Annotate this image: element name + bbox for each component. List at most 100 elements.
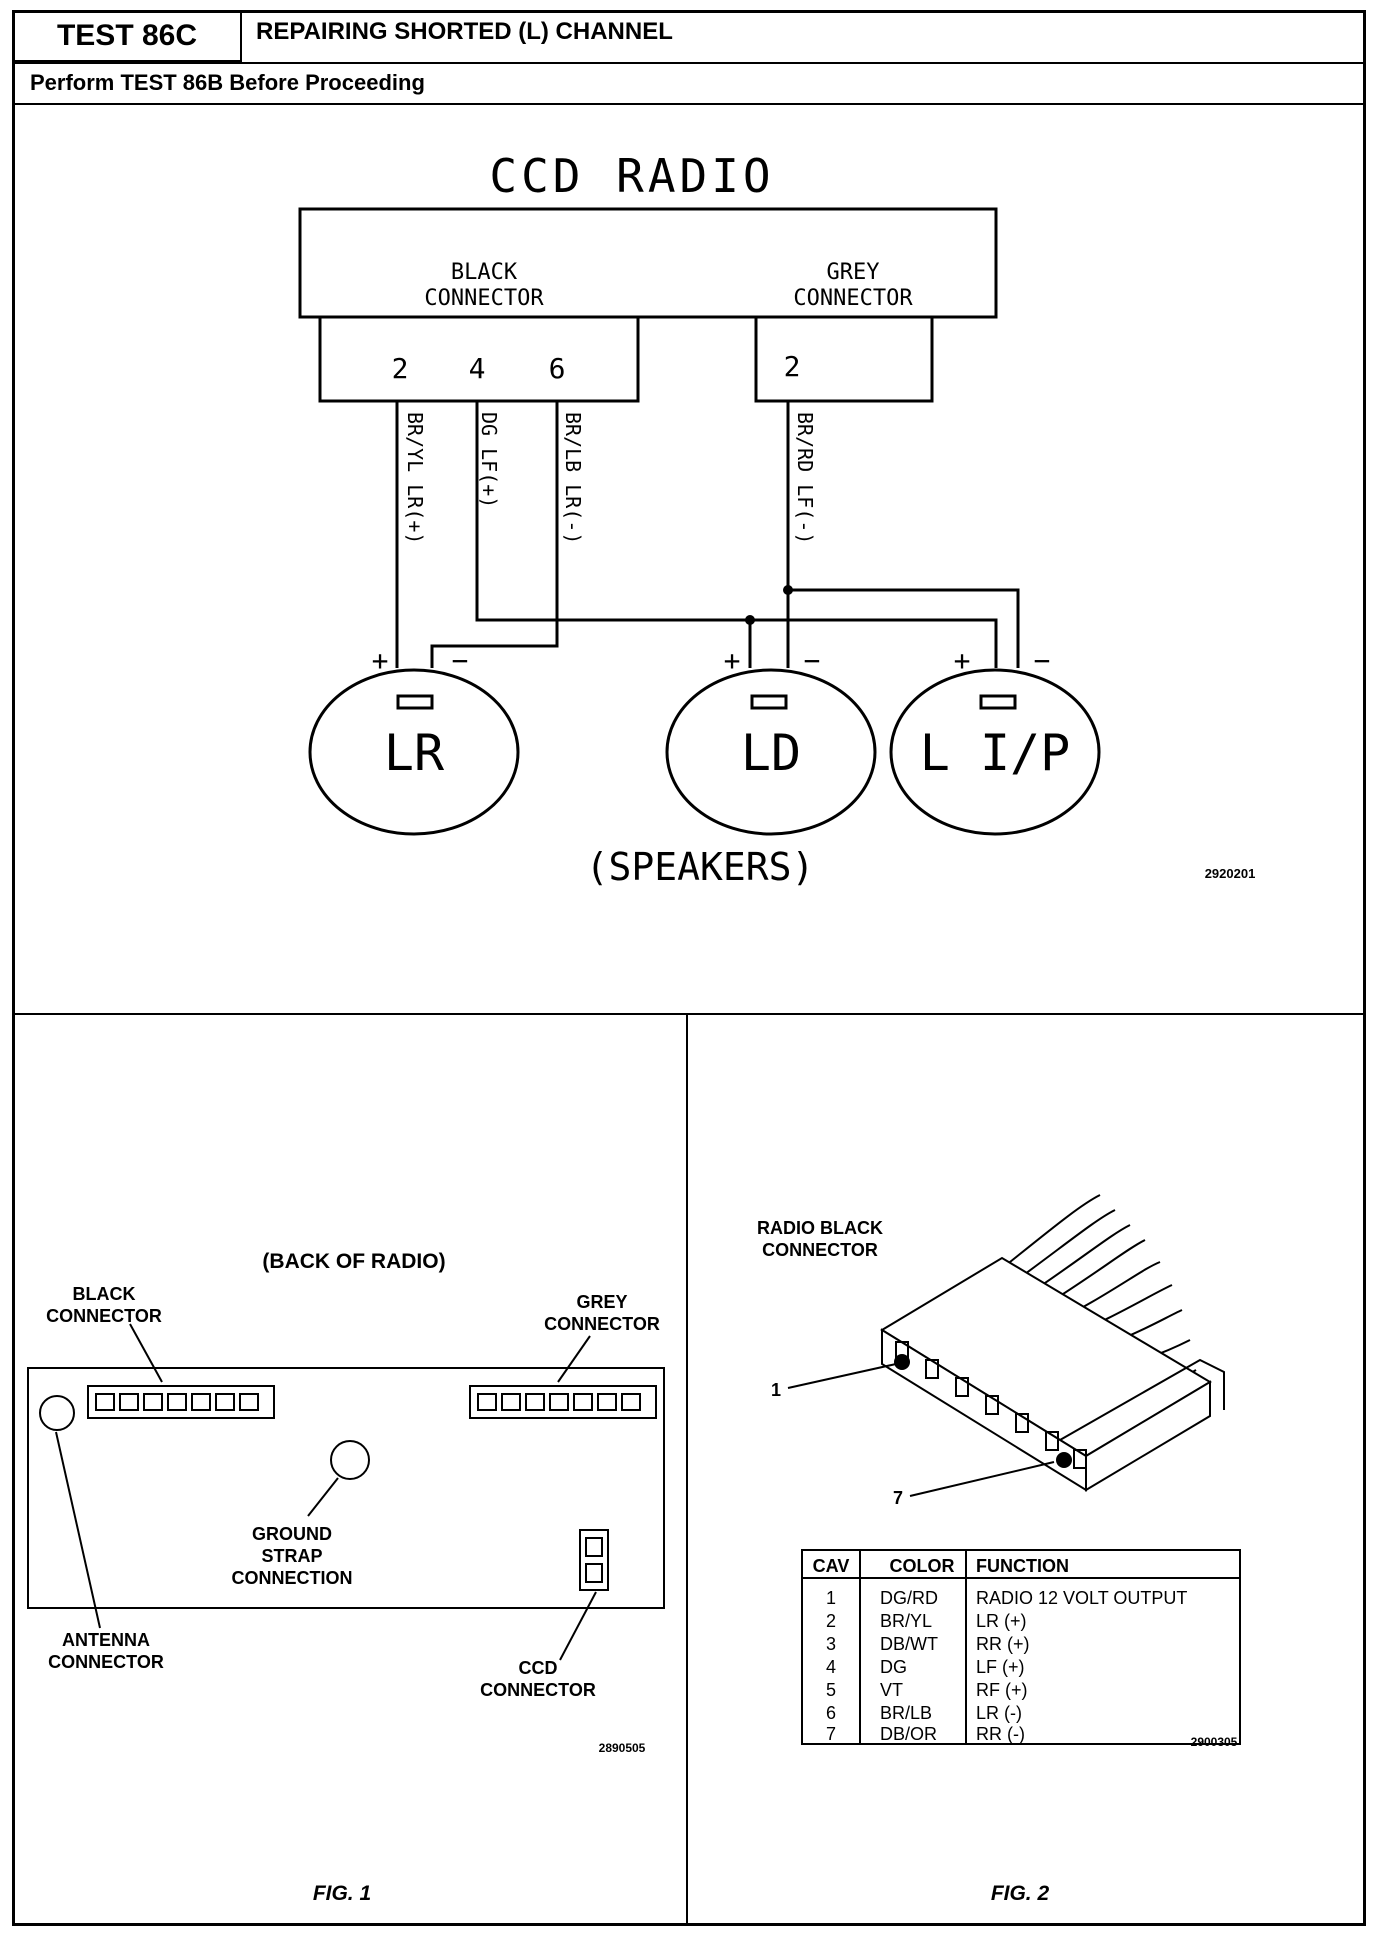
cav-cell: 6: [826, 1703, 836, 1723]
color-cell: DG: [880, 1657, 907, 1677]
cav-table-frame: [801, 1549, 1241, 1745]
function-cell: RF (+): [976, 1680, 1028, 1700]
header-divider: [14, 62, 1364, 64]
leader-black: [129, 1323, 163, 1383]
black-connector-block: [318, 315, 640, 403]
function-cell: LF (+): [976, 1657, 1025, 1677]
fig2-title-2: CONNECTOR: [762, 1240, 878, 1260]
cav-cell: 5: [826, 1680, 836, 1700]
fig1-drawing: [27, 1323, 665, 1661]
fig2-text: RADIO BLACK CONNECTOR 1 7 2900305 FIG. 2: [757, 1218, 1238, 1905]
cav-cell: 1: [826, 1588, 836, 1608]
function-cell: LR (-): [976, 1703, 1022, 1723]
fig1-title: (BACK OF RADIO): [262, 1250, 445, 1273]
color-cell: BR/YL: [880, 1611, 932, 1631]
fig1-ground-label-3: CONNECTION: [232, 1568, 353, 1588]
fig1-ccd-connector: [579, 1529, 609, 1591]
ld-plus: +: [724, 644, 741, 677]
wire-br-lb: [430, 401, 559, 668]
cav-header: CAV: [813, 1556, 850, 1576]
wire-lf-plus-branch: [750, 618, 998, 668]
fig2-title-1: RADIO BLACK: [757, 1218, 883, 1238]
fig1-grey-pins: [477, 1393, 641, 1411]
leader-grey: [557, 1335, 591, 1383]
speaker-ld-terminal: [750, 694, 788, 710]
fig1-ref: 2890505: [599, 1741, 646, 1755]
test-title: REPAIRING SHORTED (L) CHANNEL: [256, 18, 673, 45]
antenna-jack: [39, 1395, 75, 1431]
radio-body: [298, 207, 998, 319]
schematic-text: CCD RADIO BLACK CONNECTOR GREY CONNECTOR…: [372, 149, 1071, 889]
color-cell: DB/WT: [880, 1634, 938, 1654]
fig2-pin1-label: 1: [771, 1380, 781, 1400]
grey-connector-block: [754, 315, 934, 403]
ground-strap-post: [330, 1440, 370, 1480]
fig1-text: (BACK OF RADIO) BLACK CONNECTOR GREY CON…: [46, 1250, 660, 1905]
grey-pin-2: 2: [784, 350, 801, 383]
black-pin-4: 4: [469, 352, 486, 385]
fig2-pin7-label: 7: [893, 1488, 903, 1508]
fig1-black-label-2: CONNECTOR: [46, 1306, 162, 1326]
fig1-ccd-label-2: CONNECTOR: [480, 1680, 596, 1700]
fig1-grey-connector: [469, 1385, 657, 1419]
cav-table-text: CAV COLOR FUNCTION 1 DG/RD RADIO 12 VOLT…: [813, 1556, 1188, 1744]
wire-label-br-rd: BR/RD LF(-): [793, 412, 817, 544]
fig1-black-label-1: BLACK: [73, 1284, 136, 1304]
schematic: [298, 207, 1101, 836]
fig1-grey-label-2: CONNECTOR: [544, 1314, 660, 1334]
fig1-grey-label-1: GREY: [576, 1292, 627, 1312]
cav-cell: 2: [826, 1611, 836, 1631]
junction-dots: [745, 585, 793, 625]
fig2-pin-markers: [894, 1354, 1072, 1468]
color-cell: VT: [880, 1680, 903, 1700]
fig1-caption: FIG. 1: [313, 1882, 371, 1905]
lr-minus: −: [452, 644, 469, 677]
junction-lf-minus: [783, 585, 793, 595]
junction-lf-plus: [745, 615, 755, 625]
fig2-connector-side: [1085, 1380, 1211, 1492]
lip-plus: +: [954, 644, 971, 677]
wire-label-br-yl: BR/YL LR(+): [403, 412, 427, 544]
color-header: COLOR: [890, 1556, 955, 1576]
cav-cell: 3: [826, 1634, 836, 1654]
lip-minus: −: [1034, 644, 1051, 677]
function-cell: RR (-): [976, 1724, 1025, 1744]
black-connector-label-1: BLACK: [451, 260, 518, 285]
fig1-ground-label-2: STRAP: [261, 1546, 322, 1566]
black-connector-label-2: CONNECTOR: [424, 286, 544, 311]
fig1-black-connector: [87, 1385, 275, 1419]
speaker-lip: [889, 668, 1101, 836]
fig2-drawing: [787, 1194, 1241, 1745]
speaker-ld-label: LD: [741, 724, 801, 782]
speaker-lr-label: LR: [384, 724, 445, 782]
pin7-marker: [1056, 1452, 1072, 1468]
speaker-lip-label: L I/P: [920, 724, 1071, 782]
black-pin-2: 2: [392, 352, 409, 385]
leader-pin1: [787, 1363, 897, 1389]
pin1-marker: [894, 1354, 910, 1370]
leader-ccd: [559, 1591, 597, 1661]
subtitle-divider: [14, 103, 1364, 105]
fig1-antenna-label-1: ANTENNA: [62, 1630, 150, 1650]
wire-label-br-lb: BR/LB LR(-): [561, 412, 585, 544]
cav-cell: 7: [826, 1724, 836, 1744]
color-cell: DB/OR: [880, 1724, 937, 1744]
ld-minus: −: [804, 644, 821, 677]
black-pin-6: 6: [549, 352, 566, 385]
wire-lf-minus-branch: [788, 588, 1020, 668]
fig2-ref: 2900305: [1191, 1735, 1238, 1749]
schematic-divider: [14, 1013, 1364, 1015]
wire-label-dg: DG LF(+): [477, 412, 501, 508]
test-id: TEST 86C: [14, 12, 242, 62]
radio-back-panel: [27, 1367, 665, 1609]
fig2-latch: [1059, 1358, 1225, 1441]
color-cell: DG/RD: [880, 1588, 938, 1608]
grey-connector-label-2: CONNECTOR: [793, 286, 913, 311]
speaker-lr-terminal: [396, 694, 434, 710]
schematic-title: CCD RADIO: [489, 149, 774, 203]
fig1-black-pins: [95, 1393, 259, 1411]
fig2-caption: FIG. 2: [991, 1882, 1050, 1905]
leader-antenna: [55, 1431, 101, 1629]
fig1-ground-label-1: GROUND: [252, 1524, 332, 1544]
